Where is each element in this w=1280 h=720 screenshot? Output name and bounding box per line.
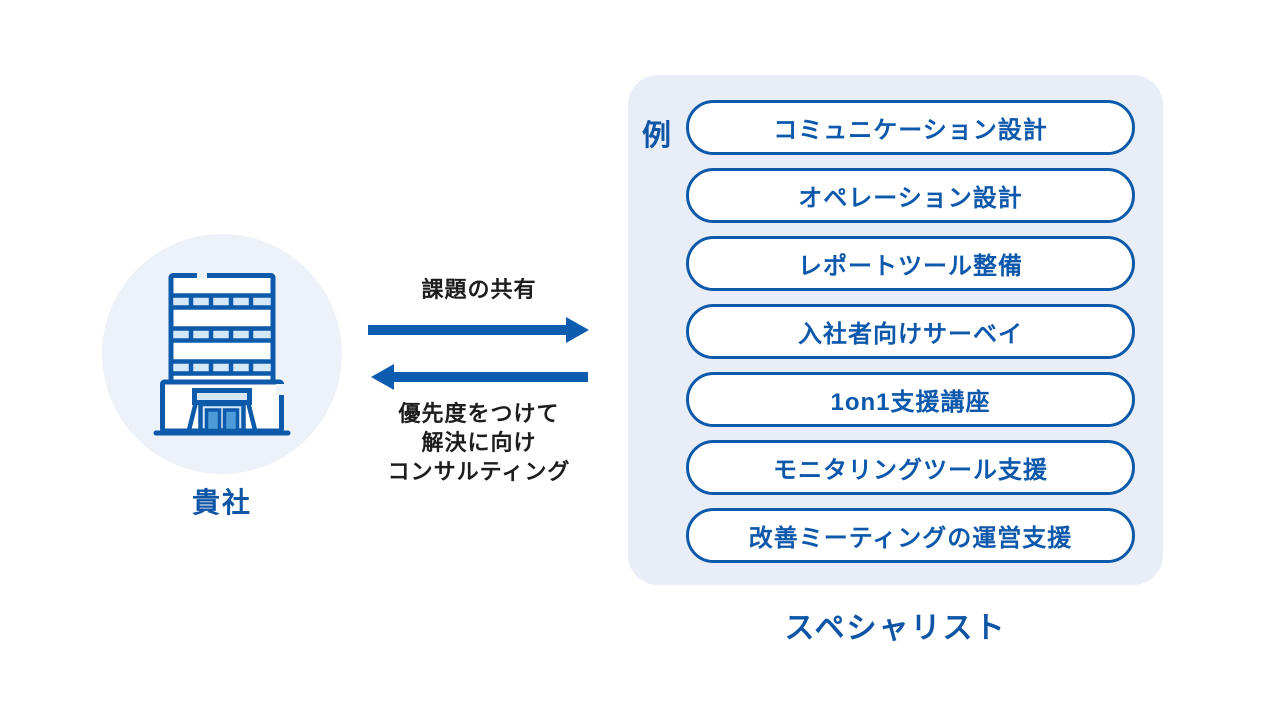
example-pill: 1on1支援講座 [686,372,1135,427]
company-label: 貴社 [191,487,252,518]
examples-panel: 例 コミュニケーション設計 オペレーション設計 レポートツール整備 入社者向けサ… [628,75,1163,585]
examples-pill-list: コミュニケーション設計 オペレーション設計 レポートツール整備 入社者向けサーベ… [686,100,1135,563]
diagram-card: 貴社 課題の共有 優先度をつけて 解決に向け コンサルティング 例 コミュニケー… [60,47,1220,670]
flow-forward-label: 課題の共有 [421,277,537,302]
flow-back-line-2: 解決に向け [421,430,537,455]
example-pill: 入社者向けサーベイ [686,304,1135,359]
example-pill: オペレーション設計 [686,168,1135,223]
arrow-left-icon [371,364,588,390]
flow-back-label: 優先度をつけて 解決に向け コンサルティング [348,399,610,486]
example-pill: コミュニケーション設計 [686,100,1135,155]
specialist-label: スペシャリスト [784,612,1007,645]
examples-heading: 例 [642,120,672,152]
company-circle [102,234,342,474]
example-pill: 改善ミーティングの運営支援 [686,508,1135,563]
example-pill: モニタリングツール支援 [686,440,1135,495]
arrow-right-icon [368,317,589,343]
flow-back-line-1: 優先度をつけて [398,401,560,426]
example-pill: レポートツール整備 [686,236,1135,291]
flow-back-line-3: コンサルティング [387,459,571,484]
building-icon [153,270,291,436]
